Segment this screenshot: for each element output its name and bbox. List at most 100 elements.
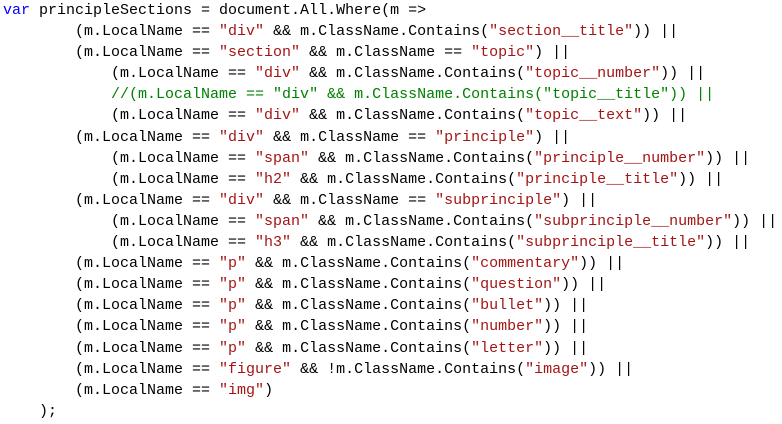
code-line: (m.LocalName == "img") (3, 380, 777, 401)
string-token: "bullet" (471, 297, 544, 315)
string-token: "question" (471, 276, 562, 294)
code-token: )) || (543, 297, 589, 315)
code-token: (m.LocalName == (3, 107, 256, 125)
code-token: && m.ClassName == (264, 191, 436, 209)
code-token: (m.LocalName == (3, 23, 220, 41)
string-token: "figure" (219, 360, 292, 378)
code-token: ) || (534, 128, 571, 146)
code-line: //(m.LocalName == "div" && m.ClassName.C… (3, 84, 777, 105)
code-line: (m.LocalName == "h3" && m.ClassName.Cont… (3, 232, 777, 253)
code-line: (m.LocalName == "div" && m.ClassName.Con… (3, 105, 777, 126)
code-token: && m.ClassName == (300, 44, 472, 62)
code-line: (m.LocalName == "div" && m.ClassName.Con… (3, 63, 777, 84)
code-token (3, 86, 111, 103)
string-token: "div" (219, 191, 265, 209)
code-token: && m.ClassName.Contains( (246, 318, 472, 336)
code-token: )) || (642, 107, 688, 125)
code-line: (m.LocalName == "div" && m.ClassName == … (3, 190, 777, 211)
string-token: "div" (255, 65, 301, 83)
code-token: (m.LocalName == (3, 255, 220, 273)
string-token: "subprinciple__title" (516, 234, 706, 252)
code-token: && m.ClassName.Contains( (309, 149, 535, 167)
code-token: ) (264, 381, 274, 399)
code-token: (m.LocalName == (3, 191, 220, 209)
string-token: "h2" (255, 170, 292, 188)
code-token: && m.ClassName.Contains( (291, 170, 517, 188)
string-token: "letter" (471, 339, 544, 357)
code-token: && !m.ClassName.Contains( (291, 360, 526, 378)
code-token: )) || (543, 318, 589, 336)
string-token: "p" (219, 339, 247, 357)
code-token: && m.ClassName.Contains( (246, 255, 472, 273)
string-token: "h3" (255, 234, 292, 252)
string-token: "div" (255, 107, 301, 125)
code-token: (m.LocalName == (3, 234, 256, 252)
string-token: "number" (471, 318, 544, 336)
string-token: "subprinciple" (435, 191, 562, 209)
code-token: && m.ClassName.Contains( (264, 23, 490, 41)
code-line: (m.LocalName == "figure" && !m.ClassName… (3, 359, 777, 380)
code-snippet: var principleSections = document.All.Whe… (3, 0, 777, 422)
code-line: (m.LocalName == "div" && m.ClassName.Con… (3, 21, 777, 42)
string-token: "subprinciple__number" (534, 212, 733, 230)
code-token: (m.LocalName == (3, 276, 220, 294)
string-token: "span" (255, 149, 310, 167)
string-token: "topic" (471, 44, 535, 62)
code-token: (m.LocalName == (3, 339, 220, 357)
code-token: (m.LocalName == (3, 170, 256, 188)
code-token: (m.LocalName == (3, 128, 220, 146)
code-token: && m.ClassName == (264, 128, 436, 146)
code-token: )) || (633, 23, 679, 41)
code-token: )) || (543, 339, 589, 357)
code-token: )) || (579, 255, 625, 273)
code-token: ) || (561, 191, 598, 209)
code-token: (m.LocalName == (3, 149, 256, 167)
code-token: (m.LocalName == (3, 318, 220, 336)
string-token: "principle" (435, 128, 535, 146)
code-token: )) || (678, 170, 724, 188)
string-token: "img" (219, 381, 265, 399)
keyword-token: var (3, 2, 31, 19)
code-token: )) || (660, 65, 706, 83)
code-token: && m.ClassName.Contains( (300, 65, 526, 83)
string-token: "image" (525, 360, 589, 378)
string-token: "p" (219, 297, 247, 315)
comment-token: //(m.LocalName == "div" && m.ClassName.C… (111, 86, 715, 104)
code-line: ); (3, 401, 777, 422)
code-token: ) || (534, 44, 571, 62)
string-token: "principle__number" (534, 149, 706, 167)
code-line: (m.LocalName == "p" && m.ClassName.Conta… (3, 253, 777, 274)
string-token: "topic__text" (525, 107, 643, 125)
code-token: && m.ClassName.Contains( (309, 212, 535, 230)
code-token: && m.ClassName.Contains( (291, 234, 517, 252)
code-token: ); (3, 402, 58, 420)
code-line: (m.LocalName == "p" && m.ClassName.Conta… (3, 274, 777, 295)
code-line: (m.LocalName == "p" && m.ClassName.Conta… (3, 316, 777, 337)
code-line: (m.LocalName == "div" && m.ClassName == … (3, 127, 777, 148)
code-line: (m.LocalName == "h2" && m.ClassName.Cont… (3, 169, 777, 190)
string-token: "div" (219, 128, 265, 146)
code-line: (m.LocalName == "p" && m.ClassName.Conta… (3, 295, 777, 316)
code-token: (m.LocalName == (3, 212, 256, 230)
string-token: "topic__number" (525, 65, 661, 83)
code-token: )) || (588, 360, 634, 378)
string-token: "section__title" (489, 23, 634, 41)
code-line: (m.LocalName == "span" && m.ClassName.Co… (3, 148, 777, 169)
code-token: (m.LocalName == (3, 297, 220, 315)
string-token: "p" (219, 255, 247, 273)
code-token: && m.ClassName.Contains( (246, 276, 472, 294)
code-token: )) || (732, 212, 778, 230)
string-token: "p" (219, 318, 247, 336)
code-line: var principleSections = document.All.Whe… (3, 0, 777, 21)
code-token: (m.LocalName == (3, 381, 220, 399)
string-token: "p" (219, 276, 247, 294)
code-token: && m.ClassName.Contains( (300, 107, 526, 125)
code-line: (m.LocalName == "section" && m.ClassName… (3, 42, 777, 63)
code-line: (m.LocalName == "span" && m.ClassName.Co… (3, 211, 777, 232)
code-token: principleSections = document.All.Where(m… (30, 2, 427, 19)
code-token: (m.LocalName == (3, 44, 220, 62)
string-token: "commentary" (471, 255, 580, 273)
code-line: (m.LocalName == "p" && m.ClassName.Conta… (3, 338, 777, 359)
string-token: "principle__title" (516, 170, 679, 188)
code-token: (m.LocalName == (3, 65, 256, 83)
